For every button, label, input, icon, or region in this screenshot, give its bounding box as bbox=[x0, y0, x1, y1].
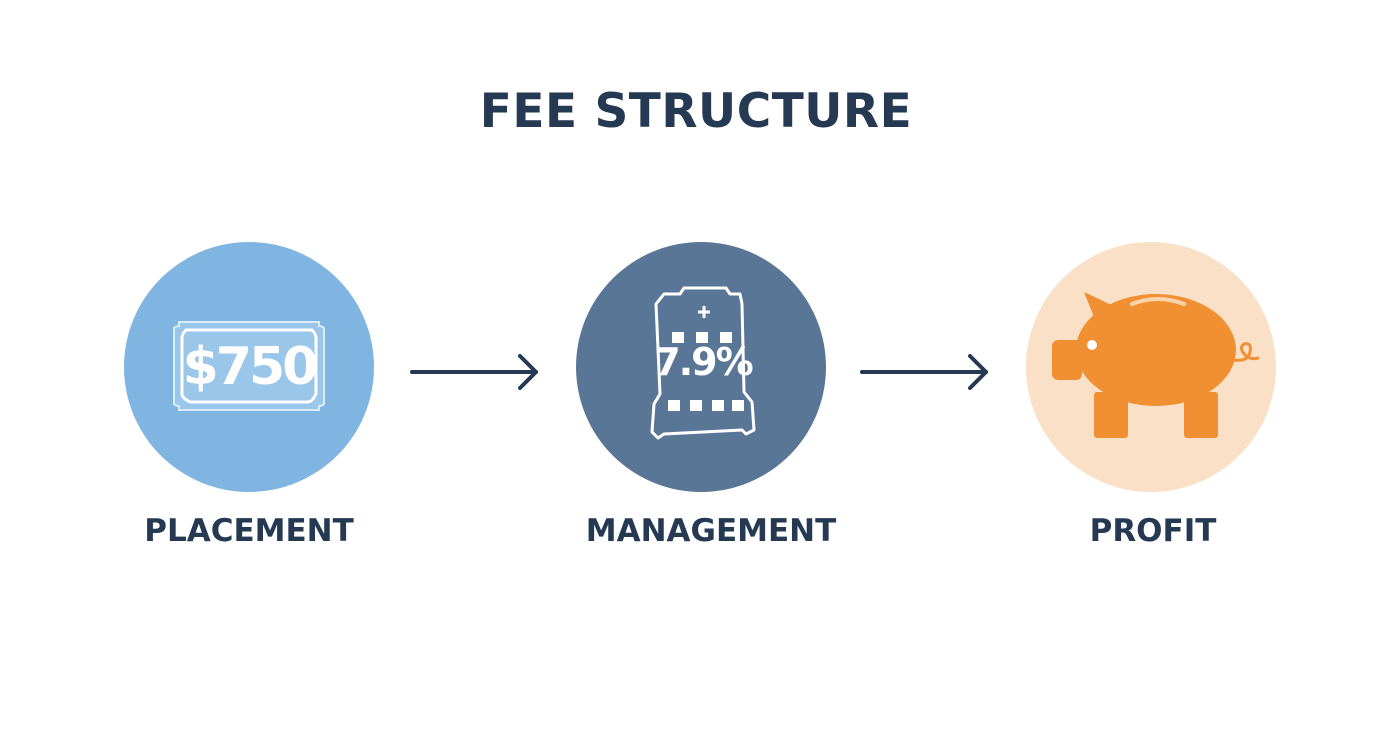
management-circle: 7.9% bbox=[576, 242, 826, 492]
profit-label: PROFIT bbox=[1089, 513, 1217, 549]
percent-calculator-icon bbox=[576, 242, 826, 492]
arrow-right-icon bbox=[410, 354, 538, 390]
piggy-bank-icon bbox=[1026, 242, 1276, 492]
profit-circle bbox=[1026, 242, 1276, 492]
arrow-right-icon bbox=[860, 354, 988, 390]
management-label: MANAGEMENT bbox=[585, 513, 837, 549]
calculator-percent-text: 7.9% bbox=[654, 340, 753, 384]
diagram-title: FEE STRUCTURE bbox=[479, 84, 913, 139]
dollar-bill-icon bbox=[124, 242, 374, 492]
placement-label: PLACEMENT bbox=[144, 513, 354, 549]
placement-circle: $750 bbox=[124, 242, 374, 492]
bill-amount-text: $750 bbox=[182, 337, 319, 397]
